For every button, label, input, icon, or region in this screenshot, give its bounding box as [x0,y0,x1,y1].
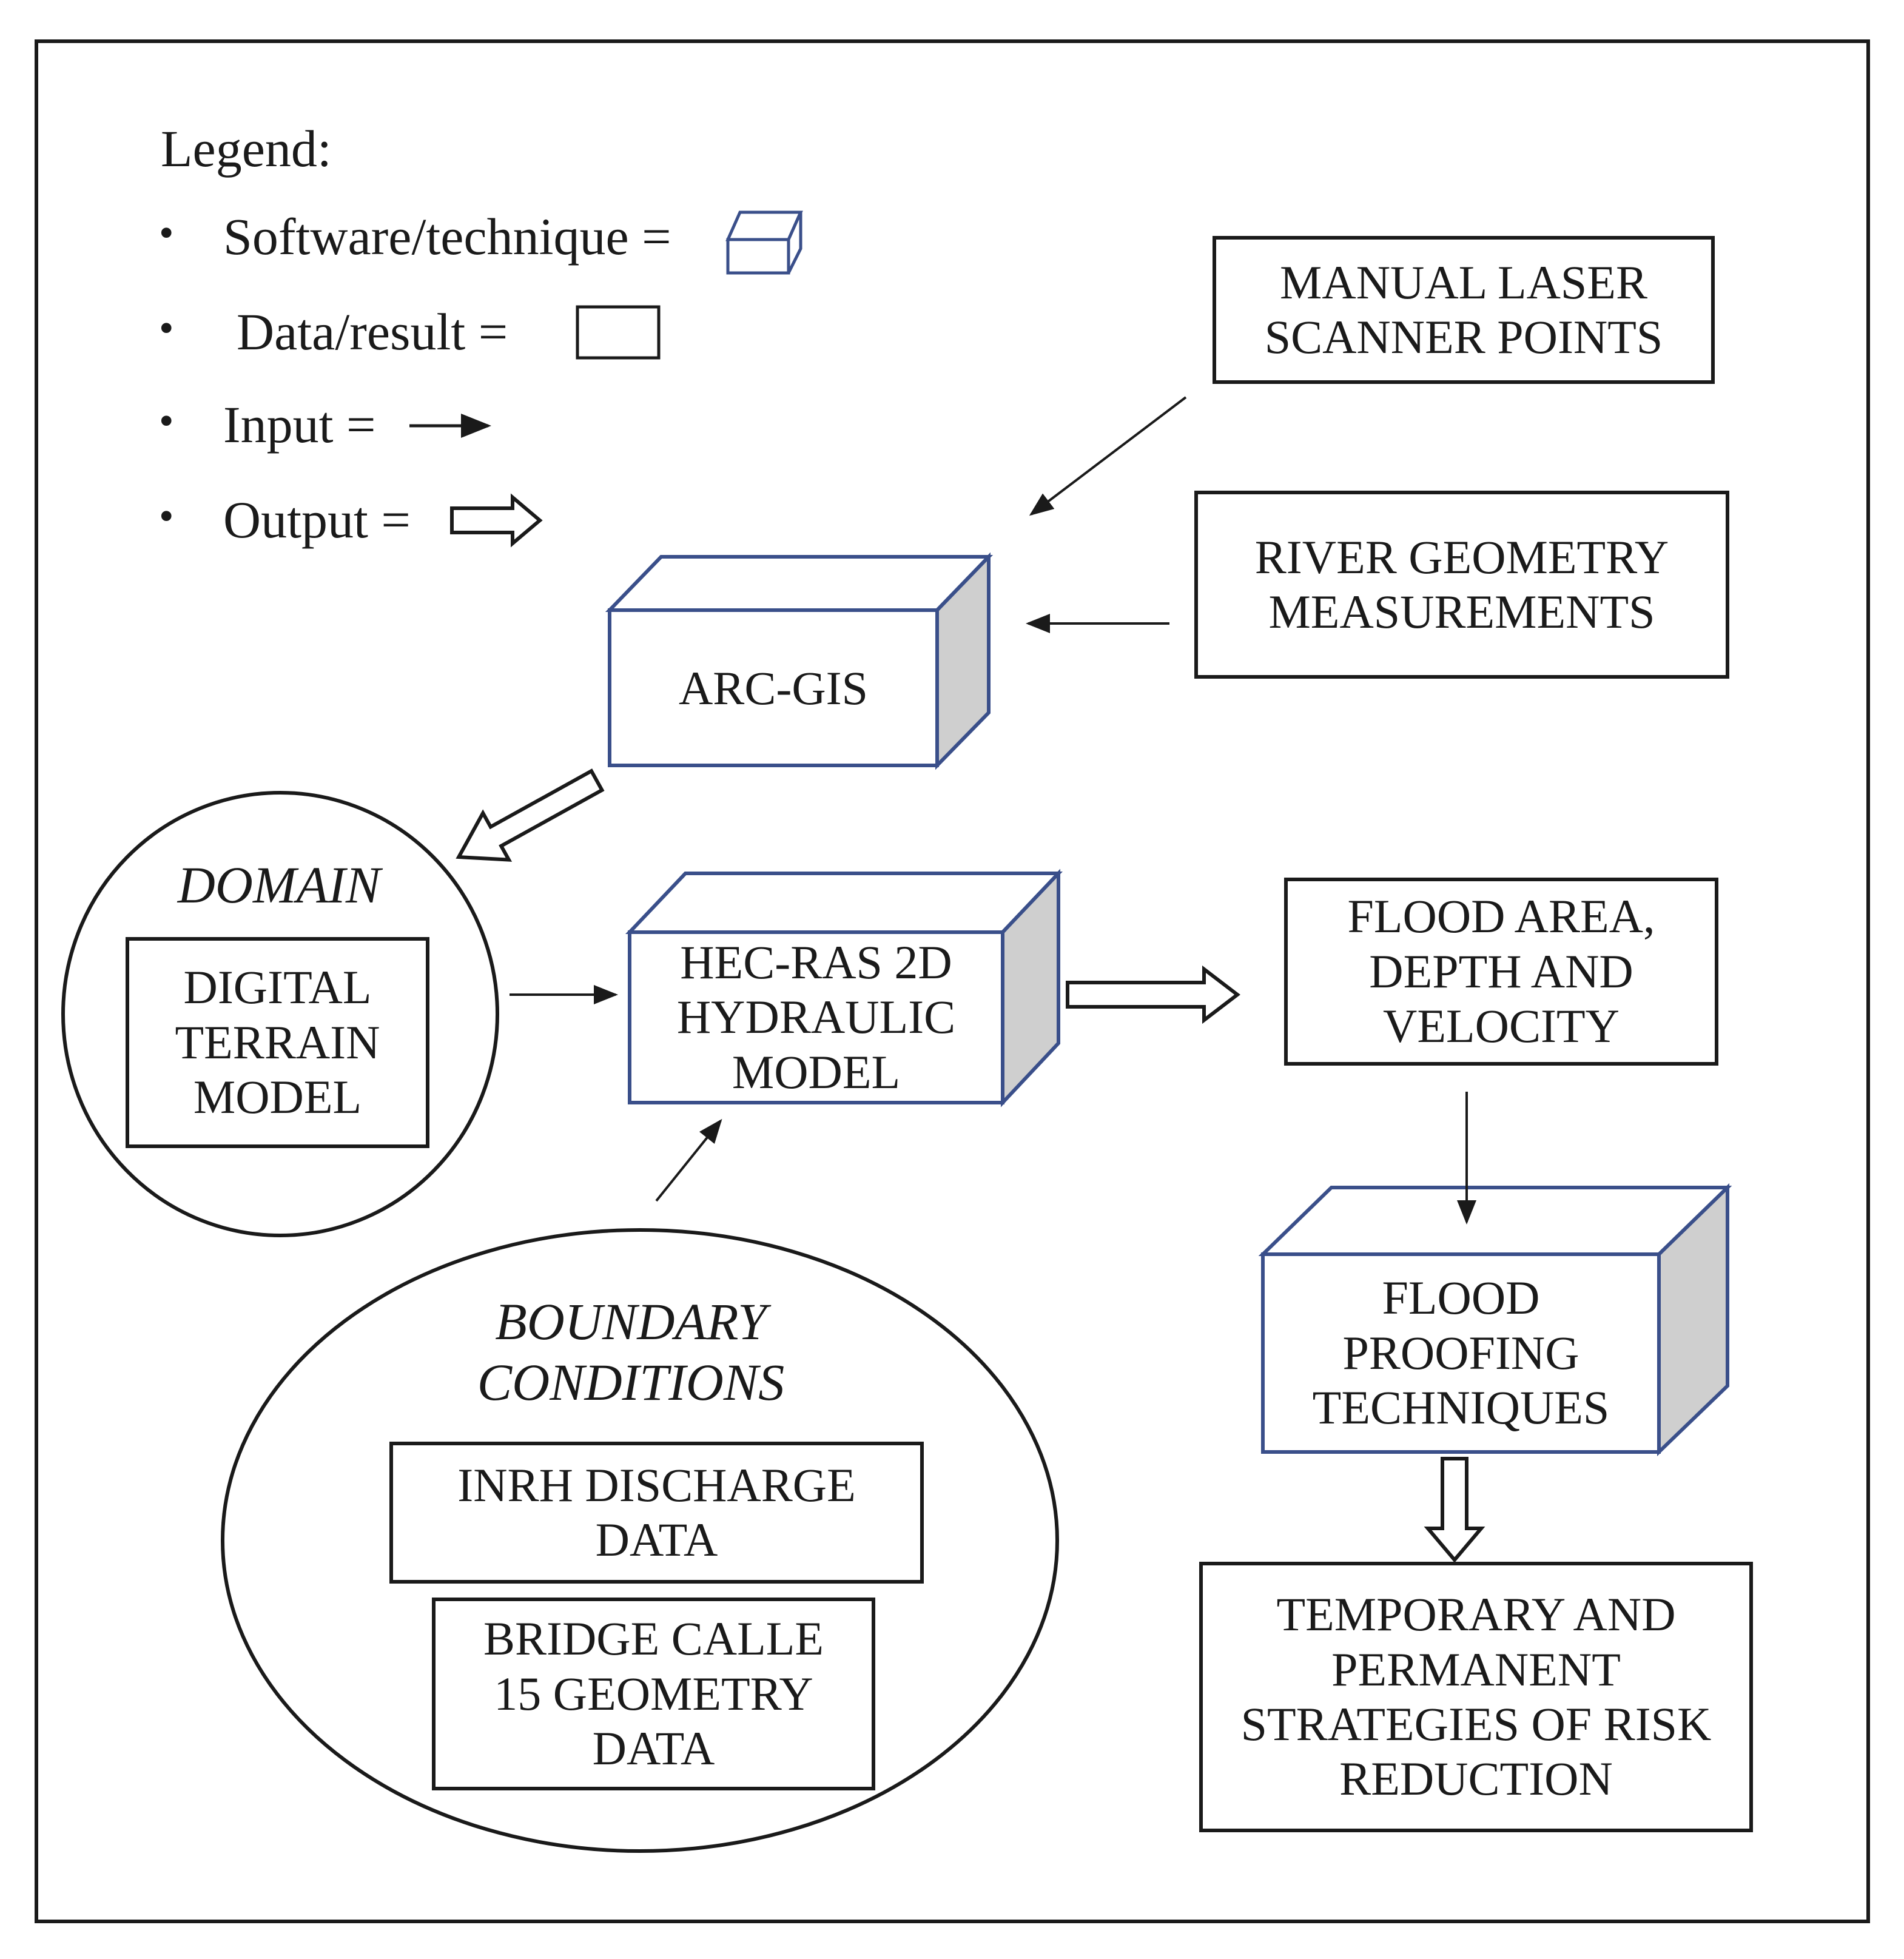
label-line: TERRAIN [175,1015,380,1069]
inrh-label: INRH DISCHARGE DATA [391,1443,922,1582]
hec-ras-cube [625,869,1063,1107]
label-line: FLOOD AREA, [1347,890,1655,943]
hec-ras-label: HEC-RAS 2D HYDRAULIC MODEL [630,932,1003,1103]
river-geometry-box [1194,491,1729,679]
manual-laser-label: MANUAL LASER SCANNER POINTS [1214,238,1713,382]
legend-bullet: • [159,210,174,257]
legend-label-software: Software/technique = [223,207,671,266]
label-line: MEASUREMENTS [1268,585,1655,638]
legend-label-input: Input = [223,395,376,454]
edge-manual-laser-to-arc-gis [1029,396,1187,516]
label-line: BRIDGE CALLE [483,1612,824,1665]
inrh-box [389,1442,924,1584]
bridge-box [432,1598,875,1790]
label-line: STRATEGIES OF RISK [1240,1698,1712,1750]
river-geometry-label: RIVER GEOMETRY MEASUREMENTS [1196,492,1727,677]
label-line: TEMPORARY AND [1276,1588,1676,1641]
flood-proofing-label: FLOOD PROOFING TECHNIQUES [1263,1254,1659,1452]
label-line: HEC-RAS 2D [680,935,952,989]
edge-boundary-to-hec-ras [655,1118,722,1202]
arc-gis-cube [605,552,994,770]
flood-proofing-cube [1258,1183,1732,1457]
label-line: DOMAIN [177,856,381,915]
label-line: DATA [595,1513,718,1566]
label-line: 15 GEOMETRY [494,1667,813,1720]
flood-area-box [1284,878,1718,1066]
legend-title: Legend: [161,119,332,178]
figure-frame [35,39,1870,1923]
flood-area-label: FLOOD AREA, DEPTH AND VELOCITY [1286,879,1717,1064]
label-line: INRH DISCHARGE [457,1458,856,1511]
manual-laser-box [1213,236,1715,384]
label-line: RIVER GEOMETRY [1254,530,1669,583]
label-line: MODEL [732,1045,901,1098]
label-line: MANUAL LASER [1280,255,1647,309]
label-line: BOUNDARY [495,1292,767,1351]
legend-label-data: Data/result = [237,303,508,361]
edge-hec-ras-to-flood-area [1066,965,1240,1024]
arc-gis-label: ARC-GIS [610,631,937,746]
strategies-label: TEMPORARY AND PERMANENT STRATEGIES OF RI… [1201,1564,1751,1830]
strategies-box [1199,1562,1753,1832]
edge-flood-proofing-to-strategies [1424,1457,1485,1563]
bridge-label: BRIDGE CALLE 15 GEOMETRY DATA [434,1599,873,1789]
dtm-box [126,937,429,1148]
label-line: REDUCTION [1339,1752,1613,1806]
label-line: ARC-GIS [678,661,869,714]
label-line: PROOFING [1342,1326,1579,1379]
label-line: VELOCITY [1383,1000,1620,1053]
legend-bullet: • [159,398,174,445]
legend-bullet: • [159,305,174,352]
label-line: CONDITIONS [477,1353,785,1411]
legend-bullet: • [159,493,174,540]
label-line: DEPTH AND [1369,944,1633,998]
label-line: HYDRAULIC [676,990,956,1044]
domain-title: DOMAIN [109,852,449,919]
label-line: MODEL [193,1070,362,1124]
label-line: PERMANENT [1331,1642,1621,1696]
legend-label-output: Output = [223,491,411,549]
dtm-label: DIGITAL TERRAIN MODEL [127,939,428,1146]
legend-output-arrow-icon [450,493,543,548]
legend-rectangle-icon [576,305,661,360]
label-line: DATA [592,1722,715,1775]
label-line: SCANNER POINTS [1264,311,1663,363]
label-line: DIGITAL [183,961,372,1014]
boundary-title: BOUNDARY CONDITIONS [382,1283,880,1422]
label-line: FLOOD [1382,1271,1540,1325]
legend-cube-icon [725,210,803,275]
label-line: TECHNIQUES [1312,1381,1610,1434]
